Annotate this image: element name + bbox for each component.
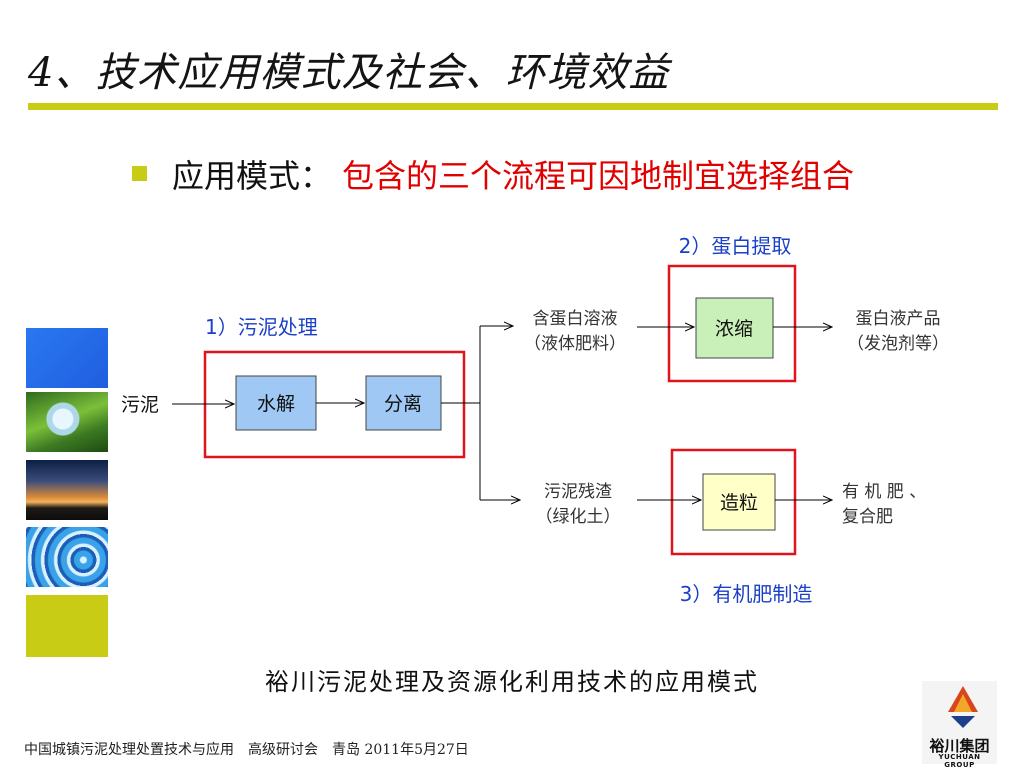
bullet-label: 应用模式： <box>172 157 333 195</box>
concentration-box <box>695 297 774 359</box>
granulation-label: 造粒 <box>720 492 758 514</box>
process2-frame <box>667 264 797 383</box>
water-ripple-photo <box>26 527 108 587</box>
bullet-square-icon <box>132 166 147 181</box>
logo-name-cn: 裕川集团 <box>929 737 990 755</box>
slide-title: 4、技术应用模式及社会、环境效益 <box>28 50 670 96</box>
yuchuan-logo-icon <box>948 686 978 728</box>
fertilizer-line2: 复合肥 <box>842 507 893 527</box>
residue-line2: （绿化土） <box>536 507 621 527</box>
hydrolysis-label: 水解 <box>257 393 295 415</box>
process1-title: 1）污泥处理 <box>205 315 318 339</box>
process3-title: 3）有机肥制造 <box>680 582 813 606</box>
diagram-caption: 裕川污泥处理及资源化利用技术的应用模式 <box>265 668 759 696</box>
process2-title: 2）蛋白提取 <box>679 234 792 258</box>
bullet-value: 包含的三个流程可因地制宜选择组合 <box>342 157 855 195</box>
yellow-tile <box>26 595 108 657</box>
input-label: 污泥 <box>121 394 159 416</box>
protein-solution-line2: （液体肥料） <box>524 334 626 354</box>
logo-name-en: YUCHUAN GROUP <box>938 753 981 769</box>
granulation-box <box>702 473 776 531</box>
footer-text: 中国城镇污泥处理处置技术与应用 高级研讨会 青岛 2011年5月27日 <box>24 742 469 758</box>
title-rule <box>28 103 998 110</box>
separation-label: 分离 <box>384 393 422 415</box>
protein-solution-line1: 含蛋白溶液 <box>533 309 618 329</box>
leaf-water-drop-photo <box>26 392 108 452</box>
wind-turbine-sunset-photo <box>26 460 108 520</box>
fertilizer-line1: 有 机 肥 、 <box>842 482 926 502</box>
protein-product-line1: 蛋白液产品 <box>856 309 941 329</box>
protein-product-line2: （发泡剂等） <box>847 334 949 354</box>
concentration-label: 浓缩 <box>715 318 753 340</box>
process3-frame <box>670 448 797 556</box>
residue-line1: 污泥残渣 <box>544 482 612 502</box>
blue-tile <box>26 328 108 388</box>
